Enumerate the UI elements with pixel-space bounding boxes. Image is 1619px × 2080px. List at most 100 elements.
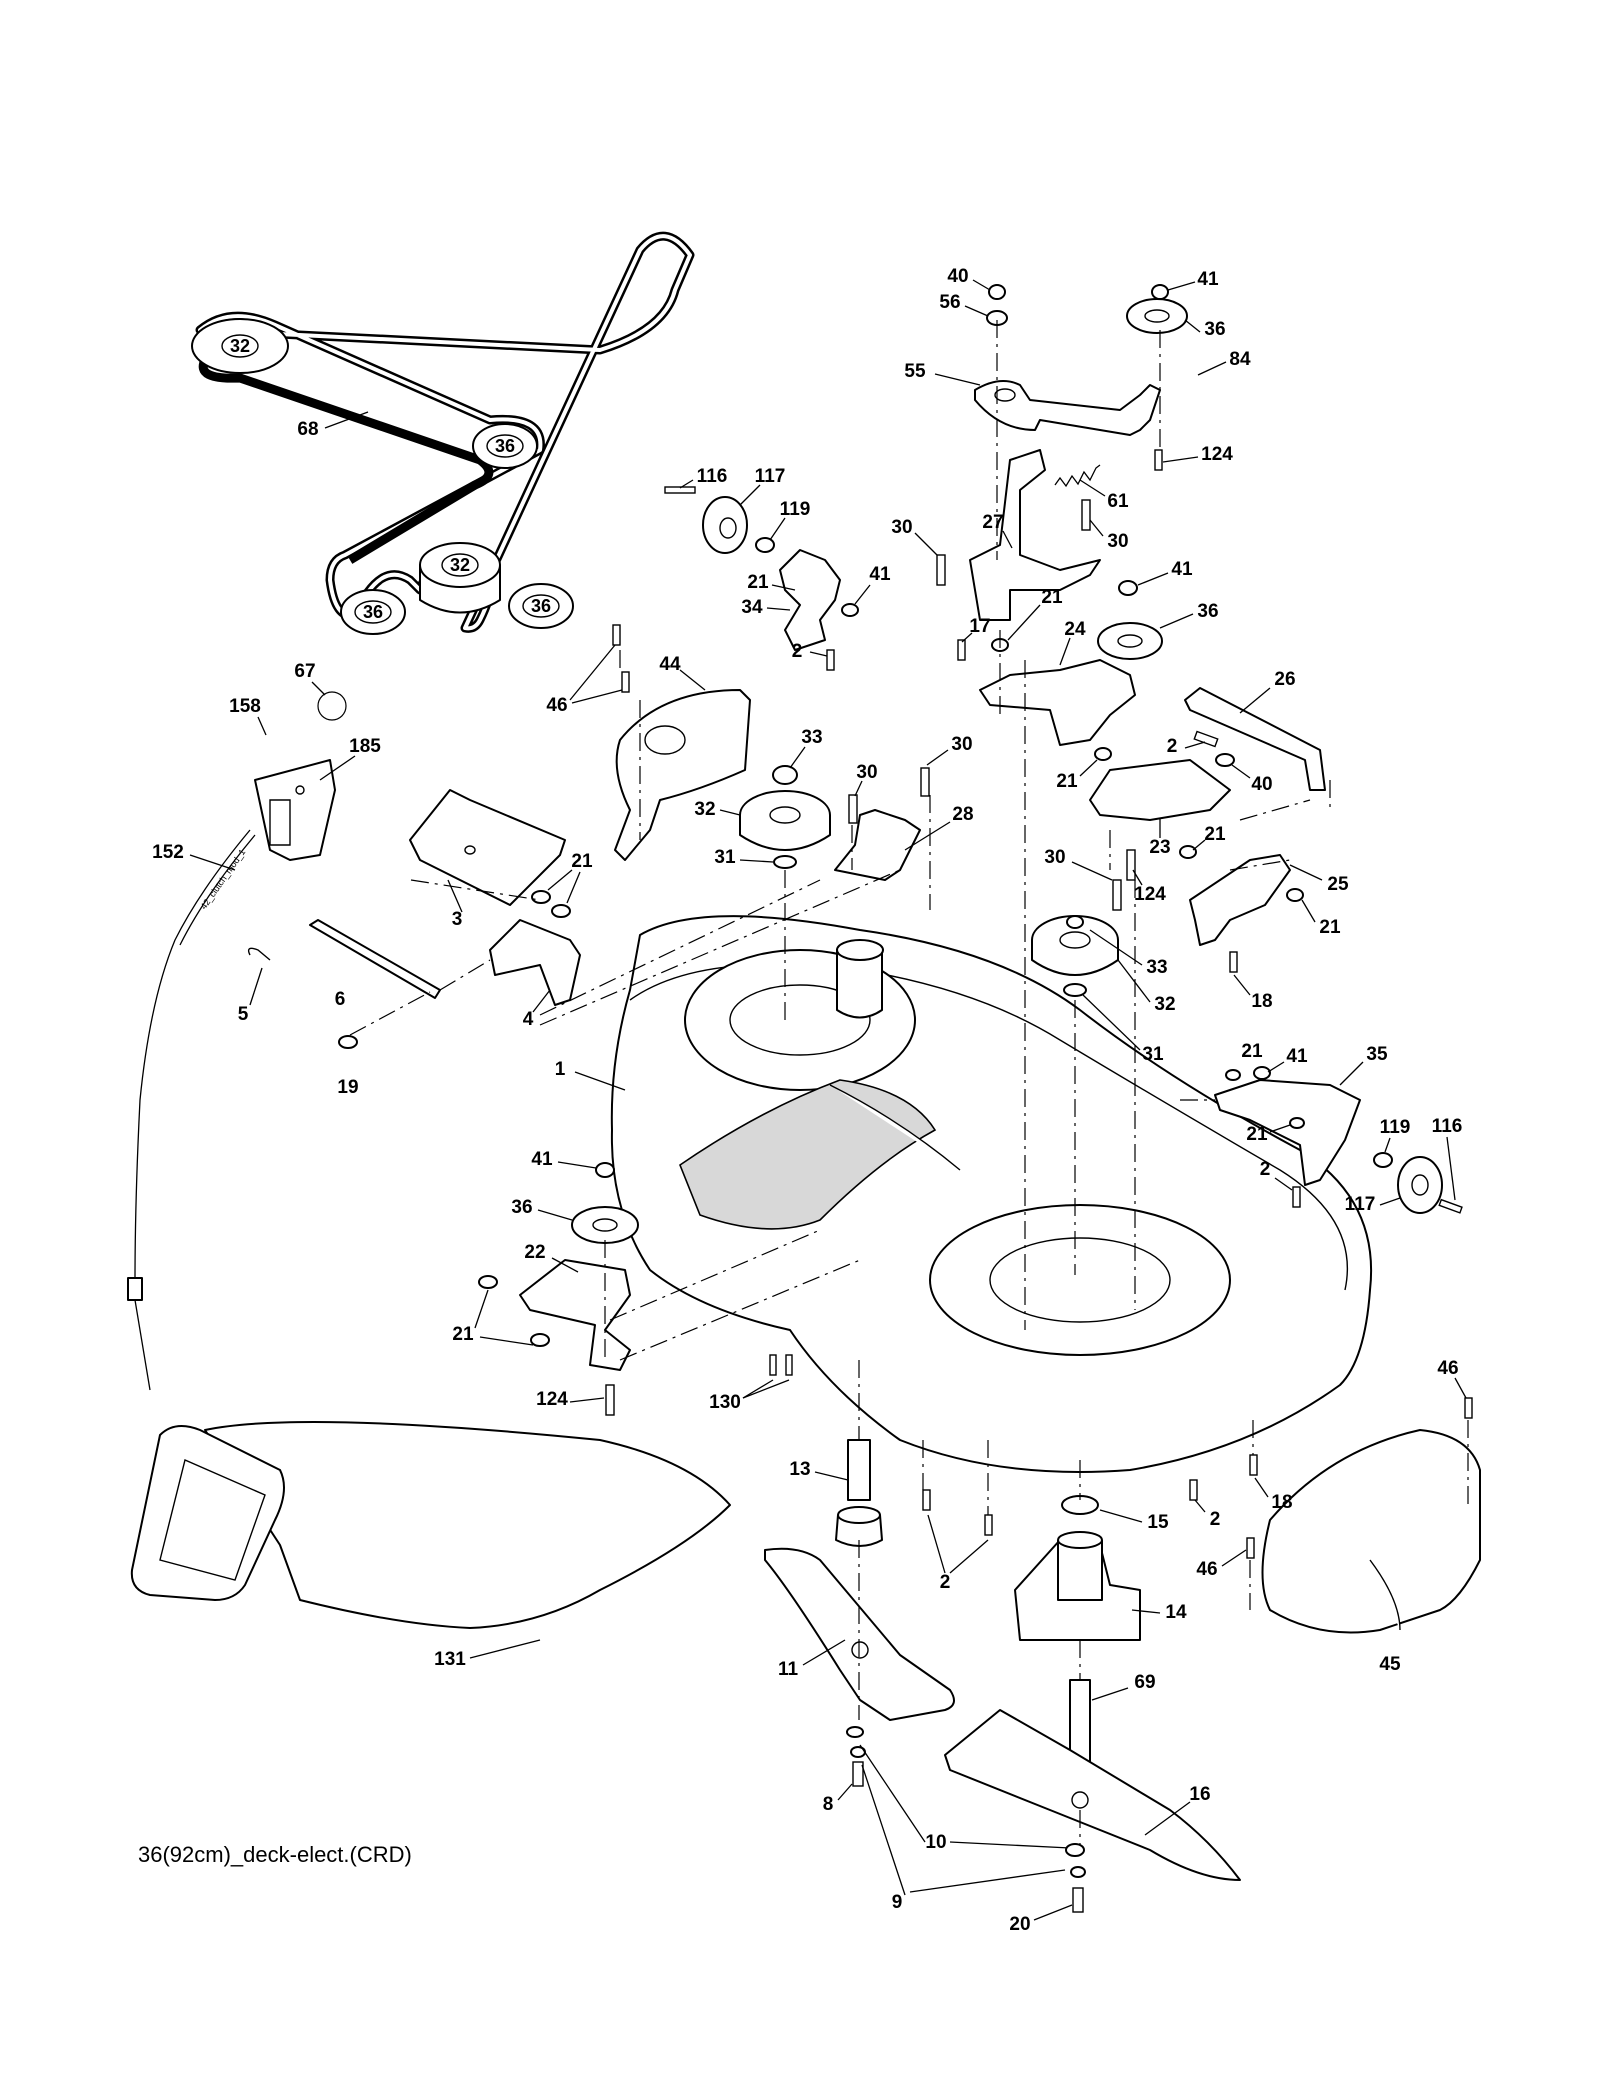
bracket-25: 25 21 18 xyxy=(1189,854,1349,1012)
idler-117-right: 117 119 116 xyxy=(1345,1116,1463,1215)
belt-callout-36-right: 36 xyxy=(531,596,551,616)
idler-36-left: 36 41 xyxy=(511,1149,639,1244)
callout-36-left: 36 xyxy=(511,1197,532,1218)
bracket-27: 27 30 30 xyxy=(891,449,1129,621)
callout-4: 4 xyxy=(523,1009,534,1030)
callout-20: 20 xyxy=(1009,1914,1030,1935)
callout-26: 26 xyxy=(1274,669,1295,690)
callout-2-upper: 2 xyxy=(792,641,803,662)
callout-14: 14 xyxy=(1165,1602,1187,1623)
callout-158: 158 xyxy=(229,696,261,717)
idler-36-right: 36 41 xyxy=(1097,559,1219,660)
callout-2-lowerright: 2 xyxy=(1210,1509,1221,1530)
idler-arm-55: 55 40 56 xyxy=(904,266,1161,436)
callout-1: 1 xyxy=(555,1059,566,1080)
diagram-caption: 36(92cm)_deck-elect.(CRD) xyxy=(138,1842,412,1867)
bracket-28: 28 30 30 xyxy=(834,734,974,881)
callout-21-rightmid-b: 21 xyxy=(1246,1124,1268,1145)
callout-41-upper: 41 xyxy=(869,564,891,585)
callout-18-right: 18 xyxy=(1251,991,1272,1012)
callout-23: 23 xyxy=(1149,837,1170,858)
belt-callout-36-left: 36 xyxy=(363,602,383,622)
clutch-cable: 42_clutch_mod_1 152 xyxy=(127,829,256,1391)
pulley-33-left: 33 32 31 xyxy=(694,727,831,869)
callout-46-lower: 46 xyxy=(1196,1559,1217,1580)
callout-116-upper: 116 xyxy=(697,466,728,487)
callout-185: 185 xyxy=(349,736,381,757)
cable-tag-text: 42_clutch_mod_1 xyxy=(198,847,247,911)
bracket-26: 26 2 40 xyxy=(1167,669,1326,795)
callout-131: 131 xyxy=(434,1649,466,1670)
callout-36-right: 36 xyxy=(1197,601,1218,622)
callout-31-right: 31 xyxy=(1142,1044,1164,1065)
callout-55: 55 xyxy=(904,361,926,382)
callout-152: 152 xyxy=(152,842,184,863)
mower-deck-housing: 1 xyxy=(555,915,1373,1473)
callout-33-left: 33 xyxy=(801,727,822,748)
callout-32-right: 32 xyxy=(1154,994,1175,1015)
callout-40-top: 40 xyxy=(947,266,968,287)
callout-11: 11 xyxy=(778,1659,799,1680)
callout-61: 61 xyxy=(1107,491,1129,512)
callout-84: 84 xyxy=(1229,349,1251,370)
callout-15: 15 xyxy=(1147,1512,1169,1533)
lift-rod-6: 6 5 19 xyxy=(238,919,441,1098)
discharge-chute: 131 xyxy=(130,1421,731,1670)
callout-119-right: 119 xyxy=(1380,1117,1411,1138)
callout-31-left: 31 xyxy=(714,847,736,868)
belt-pulley-36-left: 36 xyxy=(340,589,406,635)
callout-30-top: 30 xyxy=(1107,531,1128,552)
bracket-22: 22 21 xyxy=(452,1242,631,1371)
callout-117-right: 117 xyxy=(1345,1194,1376,1215)
callout-21-bracket22: 21 xyxy=(452,1324,474,1345)
clutch-bracket-185: 185 158 67 xyxy=(229,661,381,861)
screw-19 xyxy=(338,1035,358,1049)
baffle-45: 45 xyxy=(1261,1429,1481,1675)
idler-117-upper: 116 117 119 xyxy=(664,466,811,554)
callout-32-left: 32 xyxy=(694,799,715,820)
callout-6: 6 xyxy=(335,989,346,1010)
callout-117-upper: 117 xyxy=(755,466,786,487)
callout-8: 8 xyxy=(823,1794,834,1815)
callout-68: 68 xyxy=(297,419,318,440)
callout-119-upper: 119 xyxy=(780,499,811,520)
belt-callout-32-top: 32 xyxy=(230,336,250,356)
callout-34: 34 xyxy=(741,597,763,618)
callout-21-plate23b: 21 xyxy=(1204,824,1226,845)
callout-24: 24 xyxy=(1064,619,1086,640)
callout-16: 16 xyxy=(1189,1784,1210,1805)
blade-16: 16 20 xyxy=(944,1709,1241,1935)
pulley-33-right: 33 32 31 xyxy=(1031,915,1176,1065)
hardware-8-9-10: 8 10 9 xyxy=(823,1726,1071,1913)
callout-41-left: 41 xyxy=(531,1149,553,1170)
bolts-mid-right: 124 30 xyxy=(1044,847,1166,911)
bracket-35: 35 41 21 21 2 xyxy=(1214,1041,1388,1208)
callout-21-rightmid: 21 xyxy=(1241,1041,1263,1062)
spring-61: 61 xyxy=(1054,464,1129,512)
spindle-13: 13 xyxy=(789,1439,883,1547)
blade-11: 11 xyxy=(764,1547,955,1721)
callout-40-right: 40 xyxy=(1251,774,1272,795)
callout-130: 130 xyxy=(709,1392,741,1413)
callout-21-upper: 21 xyxy=(747,572,769,593)
callout-18-lower: 18 xyxy=(1271,1492,1292,1513)
callout-2-right: 2 xyxy=(1167,736,1178,757)
callout-13: 13 xyxy=(789,1459,810,1480)
callout-21-bracket25: 21 xyxy=(1319,917,1341,938)
baffle-44: 44 xyxy=(614,654,751,861)
callout-124-left: 124 xyxy=(536,1389,568,1410)
callout-2-lower: 2 xyxy=(940,1572,951,1593)
callout-21-plate23: 21 xyxy=(1056,771,1078,792)
part-67-ball xyxy=(317,691,347,721)
belt-callout-36-upper: 36 xyxy=(495,436,515,456)
callout-41-right: 41 xyxy=(1171,559,1193,580)
callout-2-rightmid: 2 xyxy=(1260,1159,1271,1180)
callout-67: 67 xyxy=(294,661,315,682)
belt-pulley-36-right: 36 xyxy=(508,583,574,629)
callout-46-upper: 46 xyxy=(546,695,567,716)
callout-19: 19 xyxy=(337,1077,358,1098)
screws-46-upper: 46 xyxy=(546,624,630,716)
callout-22: 22 xyxy=(524,1242,545,1263)
alignment-lines xyxy=(349,320,1469,1845)
